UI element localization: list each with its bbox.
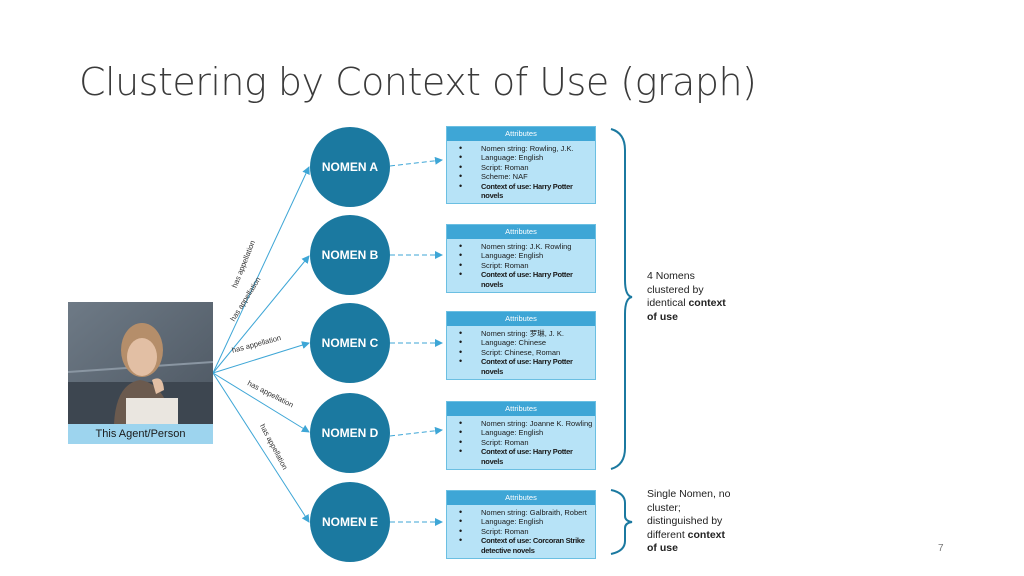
edge-e (212, 372, 310, 523)
attribute-item: Nomen string: Rowling, J.K. (459, 144, 595, 154)
attribute-item: Nomen string: Galbraith, Robert (459, 508, 595, 518)
attributes-header: Attributes (447, 127, 595, 141)
attributes-header: Attributes (447, 312, 595, 326)
edge-b (212, 255, 310, 374)
nomen-e-node: NOMEN E (310, 482, 390, 562)
attribute-item: Script: Roman (459, 438, 595, 448)
context-item: Context of use: Harry Potter novels (459, 182, 595, 201)
attribute-item: Nomen string: Joanne K. Rowling (459, 419, 595, 429)
agent-label: This Agent/Person (68, 424, 213, 444)
agent-photo (68, 302, 213, 424)
context-item: Context of use: Harry Potter novels (459, 447, 595, 466)
attribute-item: Nomen string: J.K. Rowling (459, 242, 595, 252)
attribute-item: Language: English (459, 428, 595, 438)
dash-a (389, 156, 443, 167)
attributes-box-b: Attributes Nomen string: J.K. Rowling La… (446, 224, 596, 294)
attribute-item: Script: Roman (459, 527, 595, 537)
edge-a (212, 166, 310, 374)
nomen-c-node: NOMEN C (310, 303, 390, 383)
attribute-item: Scheme: NAF (459, 172, 595, 182)
nomen-a-node: NOMEN A (310, 127, 390, 207)
attributes-box-e: Attributes Nomen string: Galbraith, Robe… (446, 490, 596, 560)
attribute-item: Script: Roman (459, 163, 595, 173)
context-item: Context of use: Harry Potter novels (459, 270, 595, 289)
attribute-item: Language: English (459, 517, 595, 527)
attributes-box-c: Attributes Nomen string: 罗琳, J. K. Langu… (446, 311, 596, 381)
attribute-item: Nomen string: 罗琳, J. K. (459, 329, 595, 339)
cluster-note: 4 Nomens clustered by identical context … (647, 270, 726, 323)
attributes-box-d: Attributes Nomen string: Joanne K. Rowli… (446, 401, 596, 471)
attributes-box-a: Attributes Nomen string: Rowling, J.K. L… (446, 126, 596, 205)
single-nomen-note: Single Nomen, no cluster; distinguished … (647, 488, 731, 554)
attribute-item: Language: English (459, 251, 595, 261)
attributes-header: Attributes (447, 402, 595, 416)
dash-d (389, 426, 443, 437)
attribute-item: Script: Chinese, Roman (459, 348, 595, 358)
attribute-item: Script: Roman (459, 261, 595, 271)
nomen-d-node: NOMEN D (310, 393, 390, 473)
context-item: Context of use: Corcoran Strike detectiv… (459, 536, 595, 555)
page-number: 7 (938, 543, 944, 554)
cluster-bracket (610, 128, 633, 470)
attributes-header: Attributes (447, 491, 595, 505)
attribute-item: Language: Chinese (459, 338, 595, 348)
attribute-item: Language: English (459, 153, 595, 163)
single-bracket (610, 489, 633, 555)
context-item: Context of use: Harry Potter novels (459, 357, 595, 376)
edge-c (212, 341, 310, 374)
edge-d (212, 372, 310, 433)
slide-title: Clustering by Context of Use (graph) (79, 60, 757, 104)
nomen-b-node: NOMEN B (310, 215, 390, 295)
attributes-header: Attributes (447, 225, 595, 239)
